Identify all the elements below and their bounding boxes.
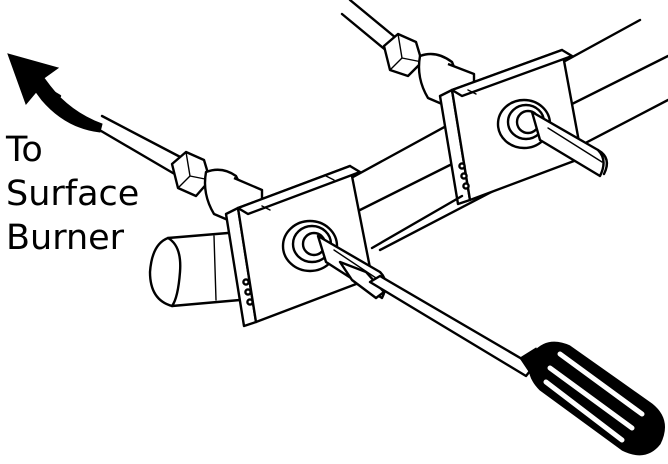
manifold-pipe bbox=[148, 18, 668, 308]
callout-label: To Surface Burner bbox=[6, 128, 139, 260]
gas-line-rear bbox=[340, 0, 398, 54]
callout-line-1: To bbox=[6, 130, 43, 170]
rear-valve-bracket bbox=[438, 48, 609, 206]
callout-line-2: Surface bbox=[6, 174, 140, 214]
curved-arrow-icon bbox=[7, 53, 103, 133]
callout-line-3: Burner bbox=[6, 218, 125, 258]
screwdriver-icon bbox=[338, 260, 665, 456]
